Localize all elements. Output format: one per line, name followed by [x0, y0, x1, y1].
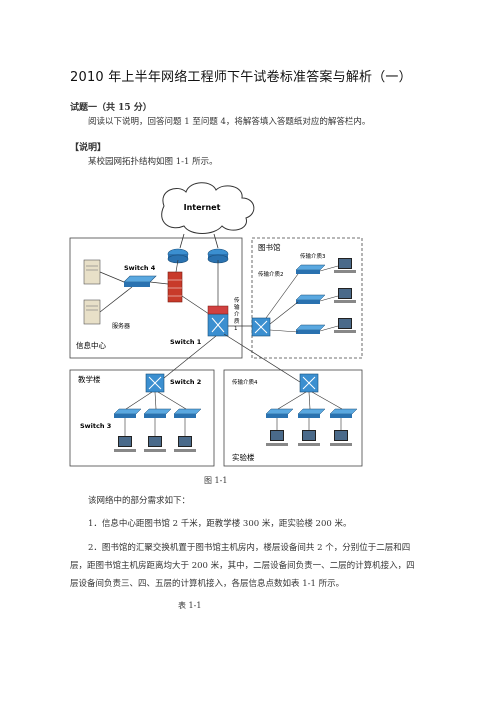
- medium1-char: 质: [234, 317, 240, 325]
- topology-line: 某校园网拓扑结构如图 1-1 所示。: [88, 157, 218, 167]
- table-caption: 表 1-1: [178, 601, 202, 610]
- switch-icon: [173, 408, 202, 418]
- switch3-label: Switch 3: [80, 422, 111, 430]
- medium1-vertical-label: 传 输 介 质 1: [234, 296, 240, 332]
- server-label: 服务器: [112, 322, 130, 330]
- network-topology-diagram: Internet: [69, 182, 363, 467]
- internet-label: Internet: [184, 203, 221, 212]
- library-label: 图书馆: [258, 242, 281, 252]
- medium3-label: 传输介质3: [300, 252, 326, 260]
- aggregation-switch-icon: [251, 317, 271, 337]
- internet-cloud-icon: Internet: [161, 182, 255, 234]
- router-icon: [207, 233, 229, 264]
- switch-icon: [329, 408, 358, 418]
- computer-icon: [298, 430, 320, 446]
- computer-icon: [330, 430, 352, 446]
- switch1-label: Switch 1: [170, 338, 202, 346]
- requirement-1: 1．信息中心距图书馆 2 千米，距教学楼 300 米，距实验楼 200 米。: [88, 519, 352, 529]
- medium1-char: 介: [234, 311, 240, 318]
- question-heading: 试题一（共 15 分）: [70, 103, 152, 113]
- switch2-label: Switch 2: [170, 378, 201, 386]
- core-switch-icon: [207, 305, 229, 337]
- switch4-label: Switch 4: [124, 264, 156, 272]
- server-icon: [83, 259, 101, 285]
- medium1-char: 传: [234, 296, 240, 304]
- computer-icon: [174, 436, 196, 452]
- requirement-2-line-1: 2．图书馆的汇聚交换机置于图书馆主机房内，楼层设备间共 2 个，分别位于二层和四: [88, 543, 411, 553]
- requirements-intro: 该网络中的部分需求如下：: [88, 496, 191, 506]
- medium1-char: 1: [234, 326, 238, 332]
- requirement-2-line-2: 层，距图书馆主机房距离均大于 200 米，其中，二层设备间负责一、二层的计算机接…: [70, 561, 415, 571]
- switch-icon: [297, 408, 326, 418]
- teaching-label: 教学楼: [78, 374, 101, 384]
- switch-icon: [295, 264, 326, 274]
- medium2-label: 传输介质2: [258, 270, 284, 278]
- switch-icon: [113, 408, 142, 418]
- medium4-label: 传输介质4: [232, 378, 258, 386]
- switch-icon: [265, 408, 294, 418]
- computer-icon: [114, 436, 136, 452]
- lab-box: [223, 369, 363, 467]
- requirement-2-line-3: 层设备间负责三、四、五层的计算机接入，各层信息点数如表 1-1 所示。: [70, 579, 345, 589]
- medium1-char: 输: [234, 303, 240, 311]
- computer-icon: [266, 430, 288, 446]
- switch-icon: [295, 324, 326, 334]
- router-icon: [167, 233, 189, 264]
- figure-caption: 图 1-1: [204, 476, 228, 485]
- intro-paragraph: 阅读以下说明，回答问题 1 至问题 4，将解答填入答题纸对应的解答栏内。: [88, 117, 371, 127]
- info-center-label: 信息中心: [76, 340, 106, 350]
- document-title: 2010 年上半年网络工程师下午试卷标准答案与解析（一）: [70, 70, 412, 85]
- switch-icon: [143, 408, 172, 418]
- computer-icon: [334, 318, 356, 333]
- computer-icon: [334, 288, 356, 303]
- computer-icon: [334, 258, 356, 273]
- teaching-box: [69, 369, 215, 467]
- server-icon: [83, 299, 101, 325]
- explain-label: 【说明】: [70, 143, 107, 153]
- switch-icon: [295, 294, 326, 304]
- lab-label: 实验楼: [232, 452, 255, 462]
- switch-icon: [123, 275, 157, 287]
- aggregation-switch-icon: [145, 373, 165, 393]
- aggregation-switch-icon: [299, 373, 319, 393]
- computer-icon: [144, 436, 166, 452]
- info-center-box: [69, 237, 243, 359]
- firewall-icon: [167, 271, 183, 303]
- library-box: [251, 237, 363, 359]
